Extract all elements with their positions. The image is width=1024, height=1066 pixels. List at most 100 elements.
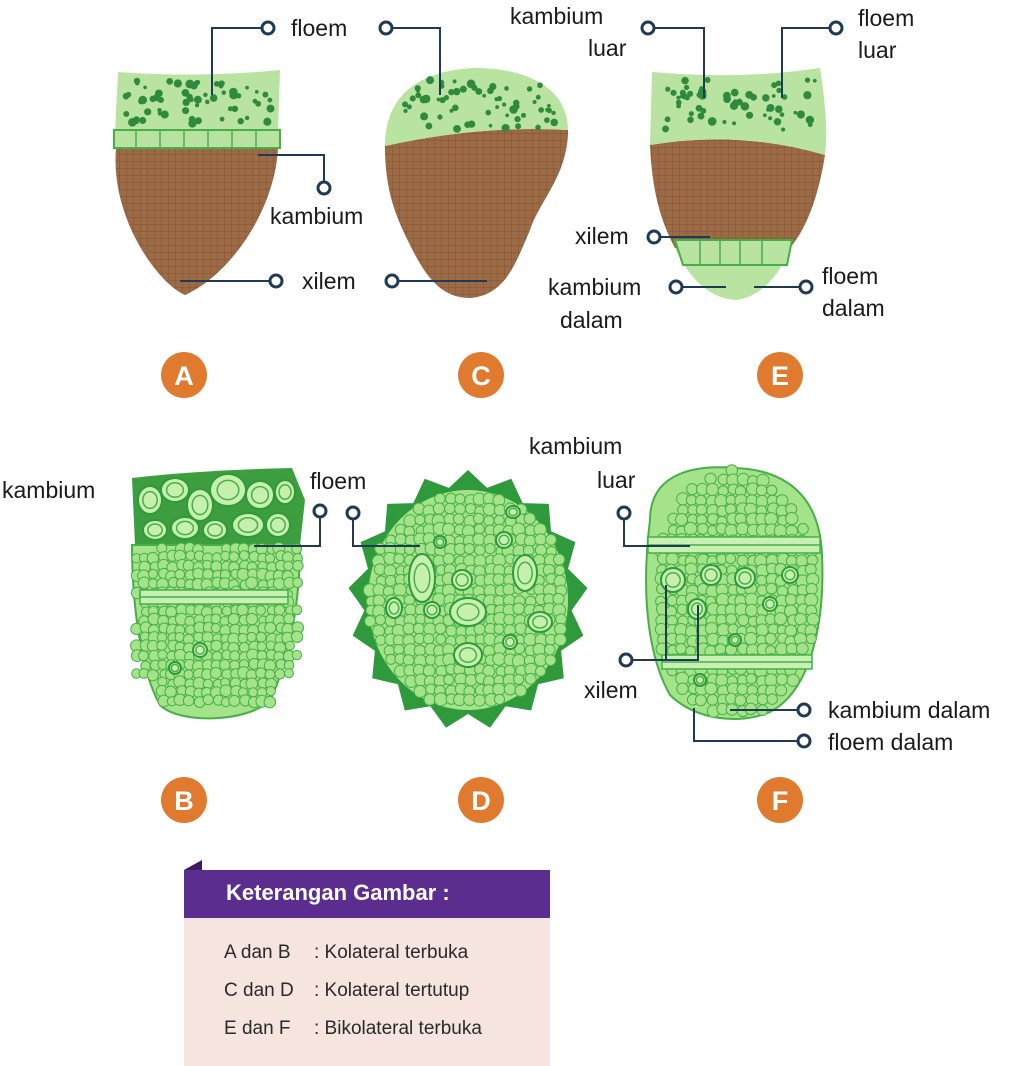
parenchyma-cell [148, 568, 159, 579]
phloem-cell-dot [538, 107, 544, 113]
phloem-cell-dot [409, 95, 416, 102]
bundle-f-inner-cambium-band [661, 654, 813, 670]
phloem-cell-dot [662, 125, 669, 133]
legend-fold [184, 860, 202, 870]
parenchyma-cell [402, 622, 416, 635]
bundle-d-large-cells [385, 505, 553, 668]
parenchyma-cell [414, 514, 426, 526]
phloem-cell-dot [262, 91, 269, 98]
phloem-cell-dot [415, 92, 422, 99]
phloem-cell-dot [544, 117, 550, 124]
phloem-cell-dot [698, 91, 707, 100]
parenchyma-cell [715, 673, 729, 687]
parenchyma-cell [784, 593, 798, 606]
parenchyma-cell [472, 512, 485, 525]
vessel-cell [512, 554, 538, 592]
svg-text:A: A [174, 361, 194, 391]
parenchyma-cell [524, 672, 537, 685]
parenchyma-cell [202, 568, 214, 581]
phloem-cell-dot [134, 119, 140, 125]
vessel-cell [274, 479, 296, 505]
bundle-e-inner-cambium [673, 239, 794, 266]
phloem-cell-dot [535, 94, 541, 100]
leader-dot [316, 180, 332, 196]
parenchyma-cell [675, 642, 687, 655]
legend-header: Keterangan Gambar : [184, 870, 550, 918]
leader-e-kambium-luar [648, 27, 705, 98]
vessel-cell [209, 473, 247, 507]
parenchyma-cell [227, 612, 240, 626]
parenchyma-cell [412, 622, 425, 635]
phloem-cell-dot [471, 84, 478, 91]
leader-c-floem [386, 27, 441, 95]
parenchyma-cell [736, 683, 749, 696]
parenchyma-cell [146, 669, 159, 682]
parenchyma-cell [676, 603, 689, 616]
phloem-cell-dot [812, 78, 817, 83]
parenchyma-cell [210, 613, 222, 625]
parenchyma-cell [493, 693, 506, 705]
parenchyma-cell [665, 552, 679, 566]
parenchyma-cell [238, 550, 250, 561]
parenchyma-cell [237, 632, 249, 644]
phloem-cell-dot [537, 82, 543, 89]
legend-row: C dan D: Kolateral tertutup [224, 980, 469, 1002]
parenchyma-cell [274, 668, 286, 680]
parenchyma-cell [174, 632, 185, 643]
parenchyma-cell [756, 574, 768, 586]
legend-key: C dan D [224, 980, 294, 1001]
vessel-cell [265, 512, 291, 538]
parenchyma-cell [492, 682, 506, 696]
label-f-kambium-dalam: kambium dalam [828, 697, 990, 723]
bundle-d-cells [362, 492, 568, 707]
parenchyma-cell [695, 503, 708, 516]
vessel-cell [451, 569, 473, 591]
phloem-cell-dot [188, 119, 197, 128]
legend-body: A dan B: Kolateral terbuka C dan D: Kola… [184, 918, 550, 1066]
phloem-cell-dot [488, 123, 493, 128]
parenchyma-cell [156, 640, 168, 651]
label-f-floem-dalam: floem dalam [828, 729, 953, 755]
parenchyma-cell [775, 673, 789, 686]
phloem-cell-dot [436, 97, 441, 102]
parenchyma-cell [219, 659, 231, 671]
phloem-cell-dot [452, 104, 459, 112]
parenchyma-cell [493, 623, 505, 635]
label-a-floem: floem [291, 15, 347, 41]
label-e-floem-dalam-1: floem [822, 263, 878, 289]
phloem-cell-dot [263, 117, 272, 126]
parenchyma-cell [394, 533, 407, 546]
phloem-cell-dot [453, 124, 461, 133]
parenchyma-cell [745, 673, 757, 685]
phloem-cell-dot [496, 95, 503, 102]
phloem-cell-dot [684, 95, 690, 101]
phloem-cell-dot [194, 103, 200, 108]
leader-dot [260, 20, 276, 36]
parenchyma-cell [724, 552, 737, 565]
bundle-a-xylem [115, 148, 279, 295]
phloem-cell-dot [740, 102, 750, 111]
parenchyma-cell [744, 631, 758, 646]
parenchyma-cell [796, 642, 809, 655]
vessel-cell [781, 566, 799, 584]
legend-box: Keterangan Gambar : A dan B: Kolateral t… [184, 860, 550, 1066]
phloem-cell-dot [123, 111, 130, 118]
parenchyma-cell [766, 484, 778, 496]
parenchyma-cell [492, 652, 506, 666]
label-e-kambium-luar-2: luar [588, 35, 627, 61]
parenchyma-cell [773, 612, 788, 626]
parenchyma-cell [534, 543, 548, 557]
legend-value: : Bikolateral terbuka [314, 1018, 482, 1039]
parenchyma-cell [543, 643, 556, 656]
phloem-cell-dot [157, 108, 162, 113]
phloem-cell-dot [495, 105, 500, 109]
vessel-cell [186, 488, 214, 522]
phloem-cell-dot [805, 115, 815, 125]
phloem-cell-dot [550, 118, 558, 127]
parenchyma-cell [786, 673, 800, 687]
phloem-cell-dot [697, 112, 705, 120]
parenchyma-cell [502, 583, 516, 596]
parenchyma-cell [675, 513, 689, 526]
svg-text:D: D [471, 786, 491, 816]
parenchyma-cell [432, 502, 446, 515]
